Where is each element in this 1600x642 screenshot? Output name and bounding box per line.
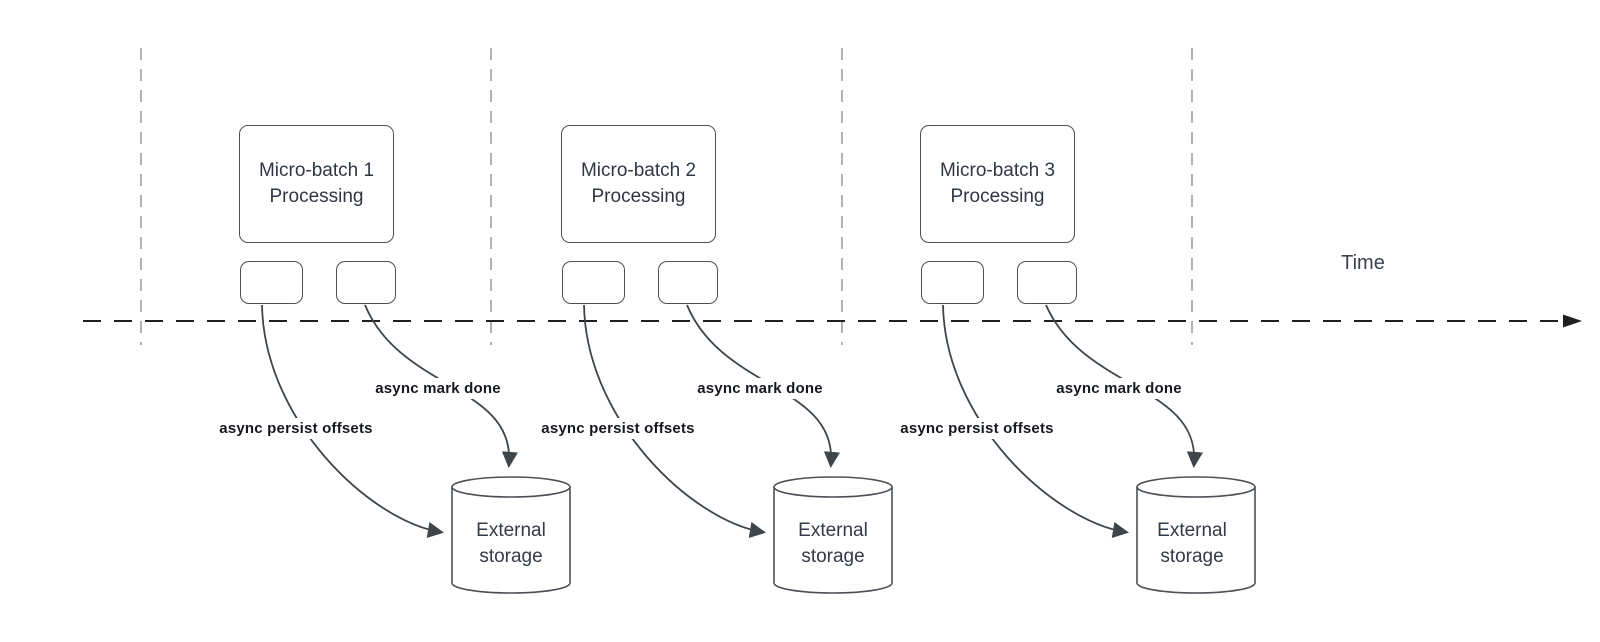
processing-box-title-line1: Micro-batch 2 xyxy=(580,160,697,181)
processing-box-title-line2: Processing xyxy=(269,186,364,207)
time-axis-label: Time xyxy=(1341,252,1385,274)
persist-offsets-label: async persist offsets xyxy=(527,418,709,439)
storage-cylinder-body xyxy=(773,487,893,594)
processing-box-title-line2: Processing xyxy=(591,186,686,207)
persist-offsets-arrow xyxy=(583,304,766,538)
offset-task-box xyxy=(562,261,625,304)
processing-box: Micro-batch 3 Processing xyxy=(920,125,1075,243)
done-task-box xyxy=(336,261,396,304)
persist-offsets-arrow xyxy=(261,304,444,538)
persist-offsets-label: async persist offsets xyxy=(886,418,1068,439)
processing-box-title-line1: Micro-batch 3 xyxy=(939,160,1056,181)
storage-cylinder-body xyxy=(451,487,571,594)
external-storage-label: External storage xyxy=(1133,518,1251,570)
mark-done-label: async mark done xyxy=(1049,378,1189,399)
processing-box: Micro-batch 1 Processing xyxy=(239,125,394,243)
storage-cylinder-top xyxy=(451,476,571,498)
done-task-box xyxy=(658,261,718,304)
offset-task-box xyxy=(921,261,984,304)
external-storage-label-line1: External xyxy=(476,520,546,541)
processing-box-title-line2: Processing xyxy=(950,186,1045,207)
storage-cylinder-body xyxy=(1136,487,1256,594)
external-storage-label-line1: External xyxy=(798,520,868,541)
mark-done-label: async mark done xyxy=(368,378,508,399)
external-storage-label-line2: storage xyxy=(1160,546,1224,567)
persist-offsets-label: async persist offsets xyxy=(205,418,387,439)
external-storage-label: External storage xyxy=(774,518,892,570)
external-storage-label-line1: External xyxy=(1157,520,1227,541)
storage-cylinder-top xyxy=(773,476,893,498)
storage-cylinder-top xyxy=(1136,476,1256,498)
offset-task-box xyxy=(240,261,303,304)
external-storage-label-line2: storage xyxy=(479,546,543,567)
done-task-box xyxy=(1017,261,1077,304)
processing-box: Micro-batch 2 Processing xyxy=(561,125,716,243)
persist-offsets-arrow xyxy=(942,304,1129,539)
external-storage-label-line2: storage xyxy=(801,546,865,567)
time-axis-arrowhead-icon xyxy=(1563,314,1582,328)
external-storage-label: External storage xyxy=(452,518,570,570)
mark-done-label: async mark done xyxy=(690,378,830,399)
processing-box-title-line1: Micro-batch 1 xyxy=(258,160,375,181)
